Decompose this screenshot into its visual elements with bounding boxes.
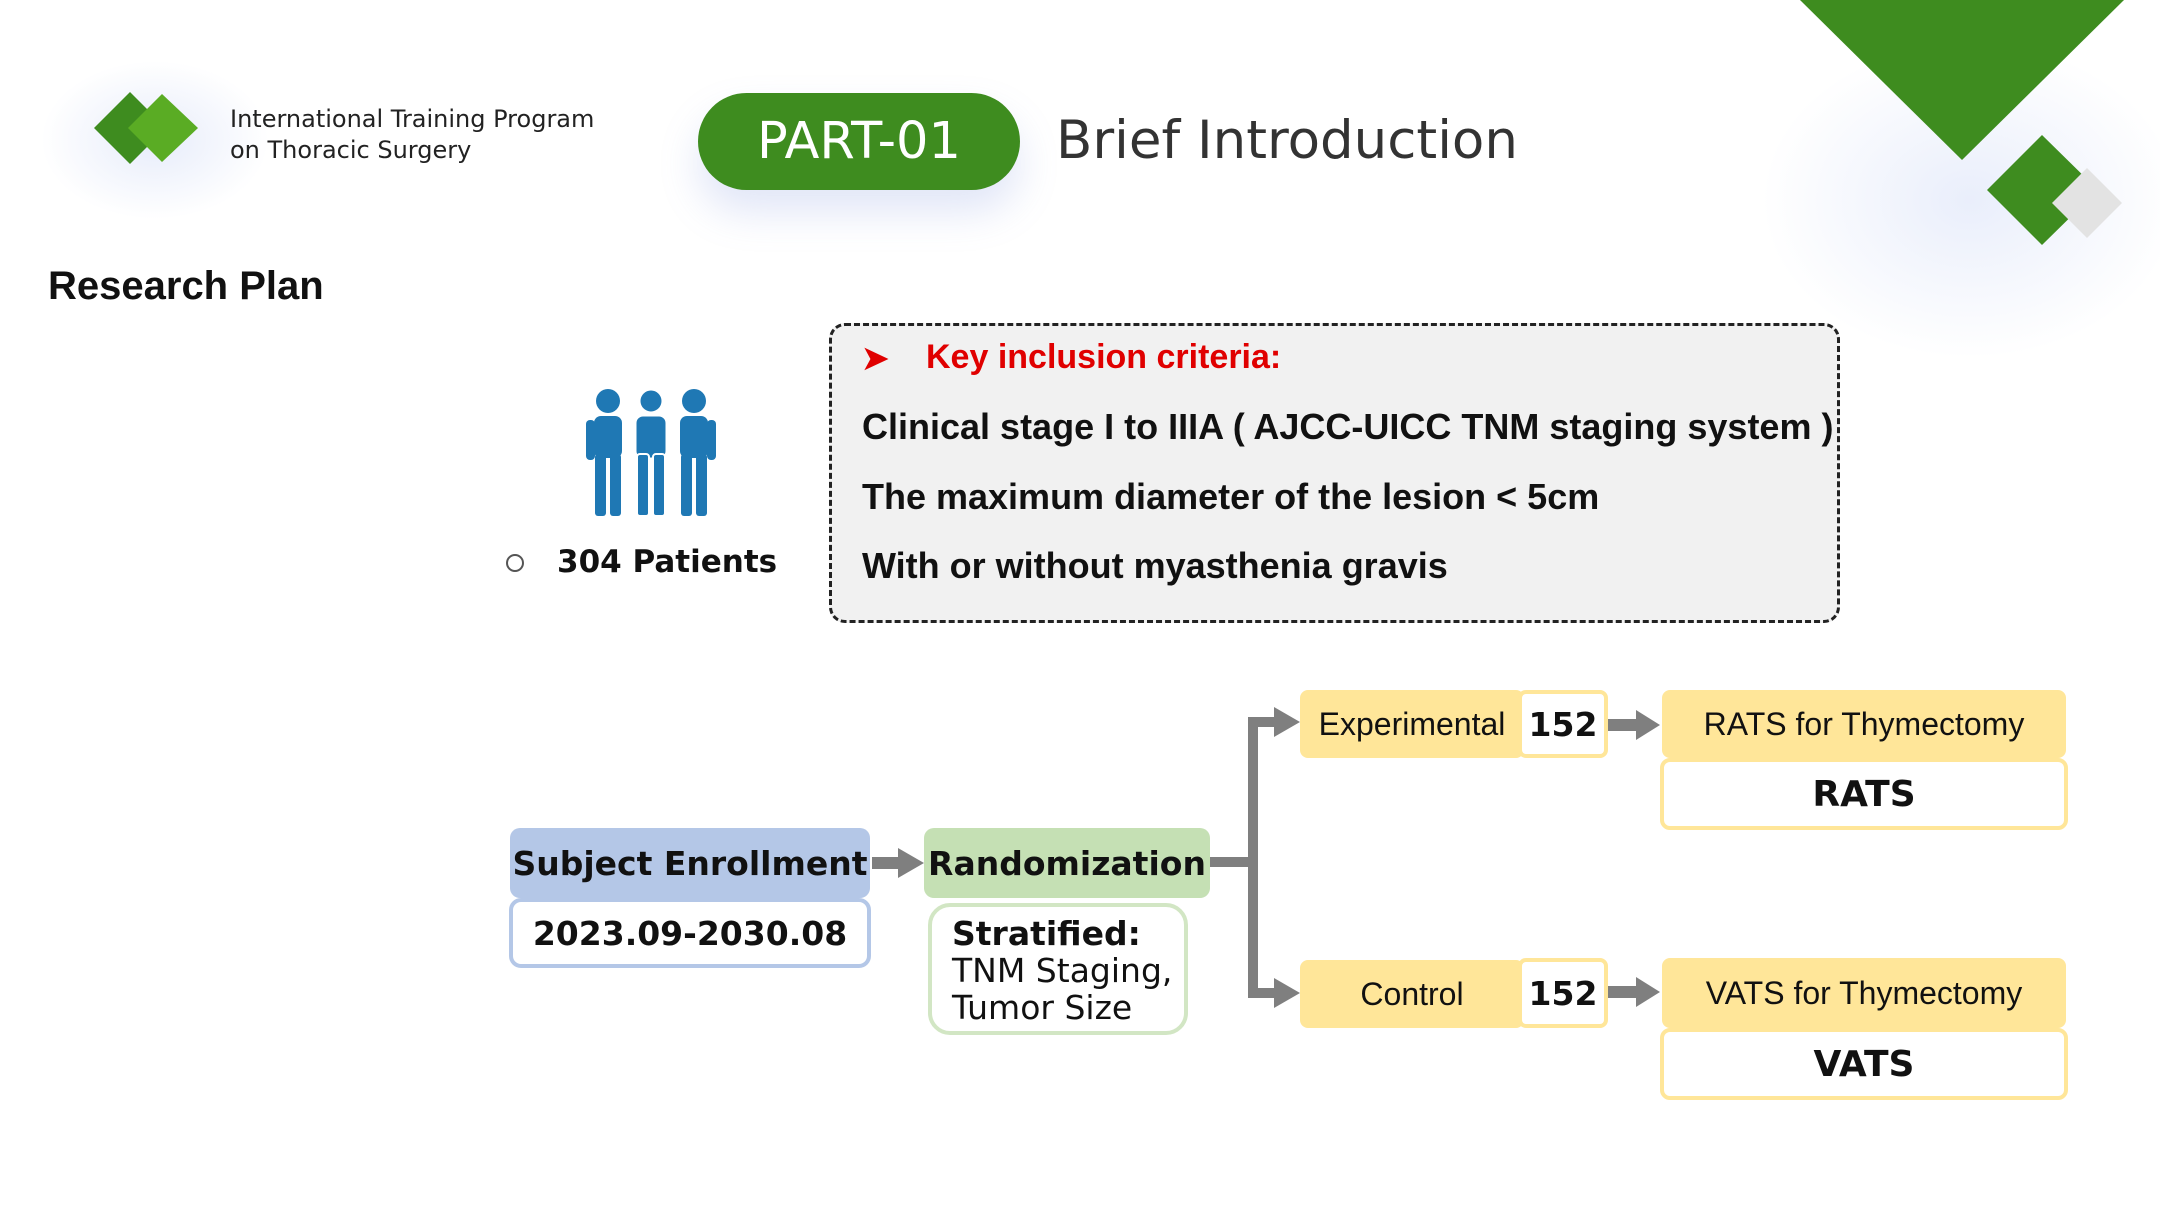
control-arm-count: 152 — [1518, 958, 1608, 1028]
logo-diamond-icon — [94, 92, 198, 164]
criteria-box — [829, 323, 1840, 623]
org-line-2: on Thoracic Surgery — [230, 136, 472, 164]
stratification-box: Stratified: TNM Staging, Tumor Size — [928, 903, 1188, 1035]
organization-name: International Training Program on Thorac… — [230, 104, 594, 166]
people-group-icon — [586, 387, 716, 517]
experimental-arm-label: Experimental — [1300, 690, 1524, 758]
connector-line — [1210, 857, 1256, 867]
corner-decoration-icon — [1800, 0, 2124, 245]
section-title: Research Plan — [48, 264, 324, 308]
arrow-head-icon — [1274, 978, 1300, 1008]
connector-line — [1248, 717, 1276, 727]
arrow-head-icon — [898, 848, 924, 878]
criteria-item: The maximum diameter of the lesion < 5cm — [862, 476, 1600, 517]
criteria-item: With or without myasthenia gravis — [862, 545, 1448, 586]
connector-trunk — [1248, 717, 1258, 998]
experimental-procedure: RATS for Thymectomy — [1662, 690, 2066, 758]
control-procedure: VATS for Thymectomy — [1662, 958, 2066, 1028]
arrow-head-icon — [1636, 977, 1660, 1007]
arrow-shaft — [1608, 719, 1638, 731]
arrow-shaft — [872, 857, 900, 869]
stratification-factor: TNM Staging, — [952, 951, 1173, 990]
part-badge: PART-01 — [698, 93, 1020, 190]
arrow-shaft — [1608, 986, 1638, 998]
org-line-1: International Training Program — [230, 105, 595, 133]
part-title: Brief Introduction — [1056, 110, 1518, 171]
criteria-heading-text: Key inclusion criteria: — [926, 338, 1282, 376]
randomization-header: Randomization — [924, 828, 1210, 898]
control-arm-label: Control — [1300, 960, 1524, 1028]
stratified-label: Stratified: — [952, 914, 1141, 953]
arrow-bullet-icon: ➤ — [862, 339, 889, 376]
enrollment-period: 2023.09-2030.08 — [509, 898, 871, 968]
connector-line — [1248, 988, 1276, 998]
arrow-head-icon — [1636, 710, 1660, 740]
patients-count: 304 Patients — [557, 544, 778, 580]
patients-bullet — [506, 554, 524, 572]
criteria-heading: ➤ Key inclusion criteria: — [862, 338, 1281, 377]
arrow-head-icon — [1274, 707, 1300, 737]
experimental-arm-count: 152 — [1518, 690, 1608, 758]
experimental-procedure-abbr: RATS — [1660, 758, 2068, 830]
stratification-factor: Tumor Size — [952, 988, 1133, 1027]
criteria-item: Clinical stage I to IIIA ( AJCC-UICC TNM… — [862, 406, 1834, 447]
control-procedure-abbr: VATS — [1660, 1028, 2068, 1100]
enrollment-header: Subject Enrollment — [510, 828, 870, 898]
